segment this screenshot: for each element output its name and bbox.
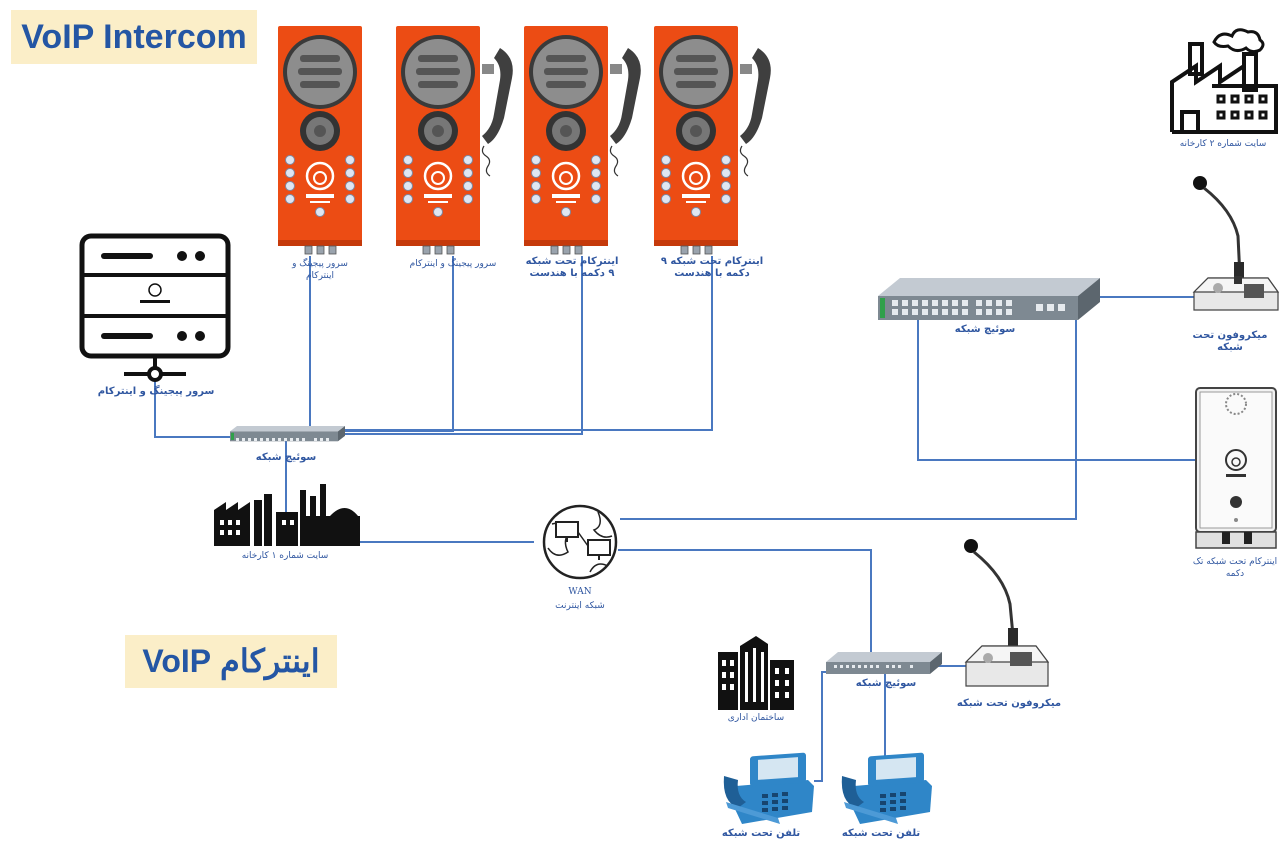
intercom-panel-icon-3 [522, 24, 642, 256]
ip-phone-icon-2 [841, 752, 932, 824]
label-phone-2: تلفن تحت شبکه [841, 828, 921, 839]
network-switch-icon-right [878, 278, 1100, 320]
server-icon [79, 233, 231, 382]
label-factory-2: سایت شماره ۲ کارخانه [1179, 139, 1267, 149]
label-server-left: سرور پیجینگ و اینترکام [97, 386, 215, 397]
factory-icon-1 [214, 484, 360, 546]
label-switch-main: سوئیچ شبکه [255, 452, 317, 463]
label-intercom-4: اینترکام تحت شبکه ۹ دکمه با هندست [660, 256, 764, 279]
office-building-icon [718, 636, 794, 710]
desk-microphone-icon-bottom [964, 539, 1050, 687]
label-switch-right: سوئیچ شبکه [954, 324, 1016, 335]
factory-icon-2 [1170, 28, 1278, 134]
label-intercom-1: سرور پیجینگ و اینترکام [292, 259, 348, 281]
label-intercom-single: اینترکام تحت شبکه تک دکمه [1192, 557, 1278, 579]
label-office: ساختمان اداری [727, 713, 785, 723]
network-switch-icon-bottom [826, 652, 942, 674]
globe-network-icon [542, 504, 618, 580]
label-wan-fa: شبکه اینترنت [555, 601, 605, 611]
intercom-single-icon [1195, 387, 1277, 549]
ip-phone-icon-1 [723, 752, 814, 824]
connection-lines [154, 256, 1196, 782]
label-phone-1: تلفن تحت شبکه [721, 828, 801, 839]
english-title: VoIP Intercom [11, 10, 257, 64]
intercom-panel-icon-4 [652, 24, 772, 256]
desk-microphone-icon-top [1193, 176, 1279, 311]
label-wan-en: WAN [568, 587, 592, 597]
label-factory-1: سایت شماره ۱ کارخانه [241, 551, 329, 561]
intercom-panel-icon-2 [394, 24, 514, 256]
label-intercom-2: سرور پیجینگ و اینترکام [409, 259, 497, 269]
label-mic-top: میکروفون تحت شبکه [1192, 330, 1268, 353]
intercom-panel-icon-1 [276, 24, 364, 256]
label-switch-bottom: سوئیچ شبکه [855, 678, 917, 689]
persian-title: اینترکام VoIP [125, 635, 337, 688]
label-mic-bottom: میکروفون تحت شبکه [956, 698, 1062, 709]
label-intercom-3: اینترکام تحت شبکه ۹ دکمه با هندست [525, 256, 619, 279]
